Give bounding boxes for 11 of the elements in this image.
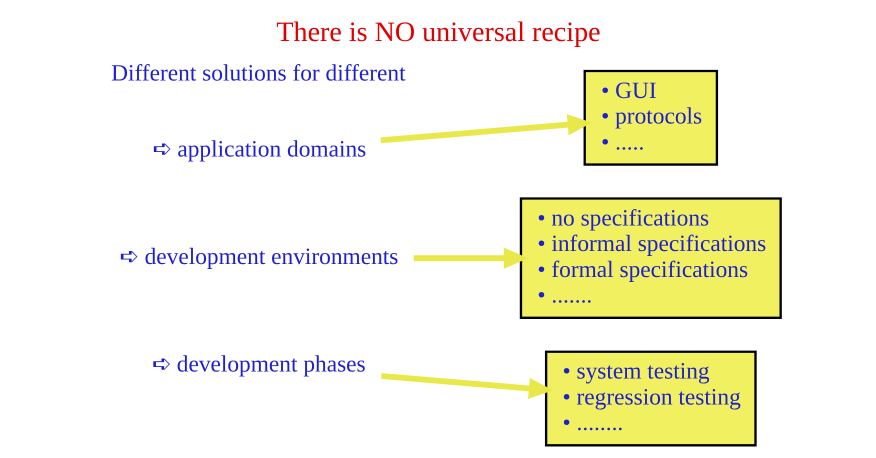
node-box: • GUI • protocols • ..... (583, 69, 718, 166)
arrow (380, 114, 592, 143)
label: Different solutions for different (110, 60, 406, 86)
diagram-title: There is NO universal recipe (276, 16, 600, 48)
node-box: • system testing • regression testing • ........ (544, 350, 756, 446)
node-box: • no specifications • informal specifications • formal specifications • ....... (519, 196, 782, 318)
node-text: ➪ development environments (119, 244, 398, 270)
arrow (380, 372, 553, 398)
arrow (413, 247, 528, 268)
node-text: ➪ development phases (151, 351, 366, 378)
node-text: ➪ application domains (152, 136, 366, 162)
